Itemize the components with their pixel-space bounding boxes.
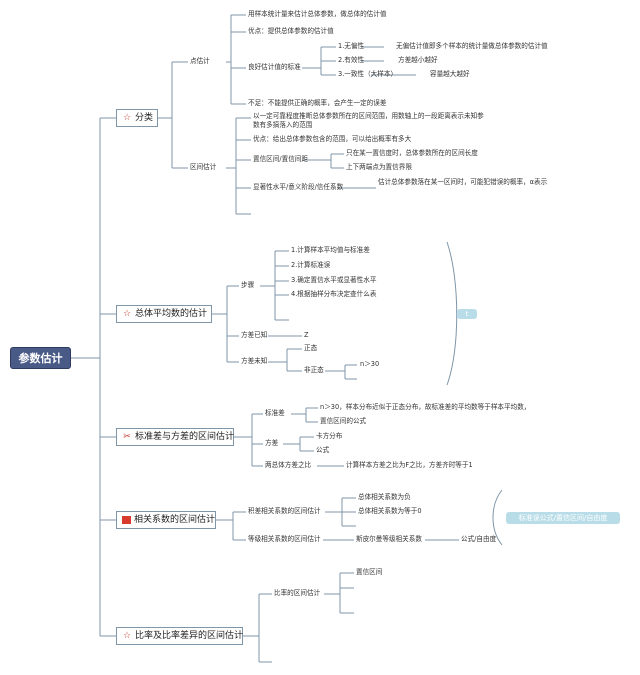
node-point-advantage[interactable]: 优点：提供总体参数的估计值	[248, 27, 334, 35]
branch-proportion[interactable]: ☆比率及比率差异的区间估计	[116, 627, 243, 645]
node-f-ratio[interactable]: 计算样本方差之比为F之比，方差齐时等于1	[346, 461, 473, 469]
node-negative-correlation[interactable]: 总体相关系数为负	[358, 493, 411, 501]
node-consistency-desc[interactable]: 容量越大越好	[430, 70, 470, 78]
node-sd-formula[interactable]: 置信区间的公式	[320, 417, 367, 425]
node-good-estimator[interactable]: 良好估计值的标准	[248, 63, 301, 71]
node-z[interactable]: Z	[304, 331, 309, 339]
node-normal[interactable]: 正态	[304, 344, 318, 352]
node-point-shortcoming[interactable]: 不足：不能提供正确的概率，会产生一定的误差	[248, 99, 387, 107]
node-significance-desc[interactable]: 估计总体参数落在某一区间时，可能犯错误的概率，α表示	[378, 178, 548, 186]
node-unbiased[interactable]: 1.无偏性	[338, 42, 365, 50]
summary-t-pill[interactable]: t	[457, 309, 477, 319]
branch-mean-estimation[interactable]: ☆总体平均数的估计	[116, 305, 212, 323]
star-icon: ☆	[122, 113, 132, 123]
node-step-3[interactable]: 3.确定置信水平或显著性水平	[291, 276, 377, 284]
node-point-definition[interactable]: 用样本统计量来估计总体参数，做总体的估计值	[248, 10, 387, 18]
star-icon: ☆	[122, 631, 132, 641]
star-icon: ☆	[122, 309, 132, 319]
node-interval-advantage[interactable]: 优点：给出总体参数包含的范围，可以给出概率有多大	[253, 135, 412, 143]
node-step-2[interactable]: 2.计算标准误	[291, 261, 331, 269]
branch-classification[interactable]: ☆分类	[116, 109, 158, 127]
node-significance[interactable]: 显著性水平/意义阶段/信任系数	[253, 183, 344, 191]
node-ci-length[interactable]: 只在某一置信度时，总体参数所在的区间长度	[346, 149, 478, 157]
node-pearson-interval[interactable]: 积差相关系数的区间估计	[248, 507, 321, 515]
node-proportion-interval[interactable]: 比率的区间估计	[274, 589, 321, 597]
node-non-normal[interactable]: 非正态	[304, 366, 324, 374]
node-formula-df[interactable]: 公式/自由度	[461, 535, 497, 543]
node-variance-ratio[interactable]: 两总体方差之比	[265, 461, 312, 469]
node-confidence-interval[interactable]: 置信区间/置信间距	[253, 155, 308, 163]
node-standard-deviation[interactable]: 标准差	[265, 409, 285, 417]
node-ci-limits[interactable]: 上下两端点为置信界限	[346, 163, 412, 171]
node-point-estimate[interactable]: 点估计	[190, 57, 210, 65]
branch-label: 标准差与方差的区间估计	[135, 432, 235, 442]
tools-icon: ✂	[123, 432, 131, 442]
node-step-1[interactable]: 1.计算样本平均值与标准差	[291, 246, 370, 254]
branch-correlation[interactable]: 相关系数的区间估计	[116, 511, 216, 529]
node-unbiased-desc[interactable]: 无偏估计值即多个样本的统计量做总体参数的估计值	[396, 42, 548, 50]
summary-se-pill[interactable]: 标准误公式/置信区间/自由度	[506, 512, 620, 524]
node-zero-correlation[interactable]: 总体相关系数为等于0	[358, 507, 422, 515]
root-node[interactable]: 参数估计	[10, 347, 71, 369]
node-variance-unknown[interactable]: 方差未知	[241, 357, 268, 365]
node-sd-large-sample[interactable]: n＞30，样本分布近似于正态分布，故标准差的平均数等于样本平均数，	[320, 403, 531, 411]
branch-label: 相关系数的区间估计	[134, 515, 216, 525]
node-interval-definition[interactable]: 以一定可靠程度推断总体参数所在的区间范围，用数轴上的一段距离表示未知参数有多搞落…	[253, 112, 484, 129]
node-steps[interactable]: 步骤	[241, 281, 255, 289]
node-spearman[interactable]: 斯皮尔曼等级相关系数	[356, 535, 422, 543]
node-chi-square[interactable]: 卡方分布	[316, 432, 343, 440]
node-rank-interval[interactable]: 等级相关系数的区间估计	[248, 535, 321, 543]
node-efficiency[interactable]: 2.有效性	[338, 56, 365, 64]
node-consistency[interactable]: 3.一致性（大样本）	[338, 70, 398, 78]
node-variance[interactable]: 方差	[265, 439, 279, 447]
node-variance-known[interactable]: 方差已知	[241, 331, 268, 339]
node-n-gt-30[interactable]: n＞30	[360, 360, 380, 368]
branch-label: 分类	[135, 113, 154, 123]
flag-icon	[122, 516, 131, 524]
node-proportion-ci[interactable]: 置信区间	[356, 568, 383, 576]
node-step-4[interactable]: 4.根据抽样分布决定查什么表	[291, 290, 377, 298]
node-variance-formula[interactable]: 公式	[316, 446, 330, 454]
node-efficiency-desc[interactable]: 方差越小越好	[398, 56, 438, 64]
branch-label: 比率及比率差异的区间估计	[135, 631, 244, 641]
branch-label: 总体平均数的估计	[135, 309, 208, 319]
node-interval-estimate[interactable]: 区间估计	[190, 163, 217, 171]
branch-sd-variance[interactable]: ✂ 标准差与方差的区间估计	[116, 428, 234, 446]
